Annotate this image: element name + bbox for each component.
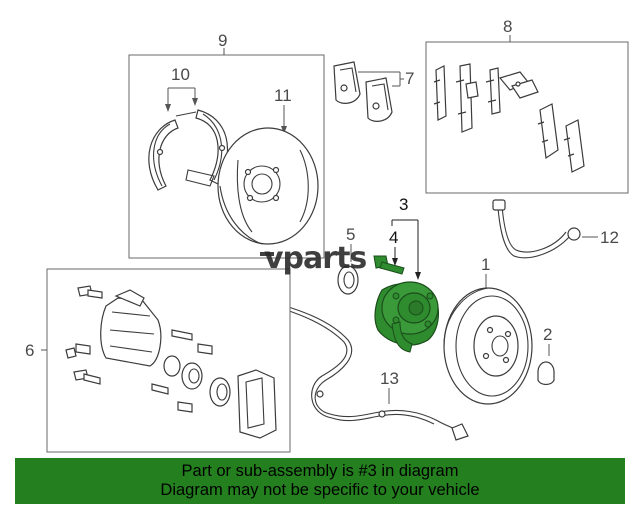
callout-8[interactable]: 8 (503, 17, 512, 36)
callout-6[interactable]: 6 (25, 341, 34, 360)
backing-plate (217, 127, 319, 245)
callout-11[interactable]: 11 (274, 86, 292, 105)
banner-notice: Part or sub-assembly is #3 in diagram Di… (15, 458, 625, 504)
brake-shoe-right (175, 109, 229, 187)
vparts-watermark: vparts (260, 241, 367, 276)
pad-clip-set (433, 63, 585, 173)
callout-5[interactable]: 5 (346, 225, 355, 244)
callout-4[interactable]: 4 (389, 228, 398, 247)
dust-seal (337, 265, 359, 295)
callout-13[interactable]: 13 (380, 369, 399, 388)
brake-hose (492, 199, 581, 259)
caliper-parts (65, 285, 277, 439)
brake-rotor (443, 287, 533, 405)
callout-10[interactable]: 10 (171, 65, 190, 84)
brake-shoe-left (148, 119, 179, 191)
brake-pad-lower (365, 77, 393, 122)
callout-12[interactable]: 12 (600, 228, 619, 247)
callout-3[interactable]: 3 (399, 195, 408, 214)
banner-line-1: Part or sub-assembly is #3 in diagram (181, 462, 459, 480)
callout-2[interactable]: 2 (543, 325, 552, 344)
watermark-text: vparts (264, 241, 366, 276)
callout-7[interactable]: 7 (405, 69, 414, 88)
callout-1[interactable]: 1 (481, 255, 490, 274)
brake-pad-upper (333, 61, 361, 104)
parts-box-8 (425, 41, 629, 194)
brake-hub-exploded-diagram: 9 10 11 (25, 17, 629, 453)
callout-9[interactable]: 9 (218, 31, 227, 50)
hub-dust-cap (537, 361, 555, 386)
hub-bolt-highlighted (373, 255, 405, 275)
banner-line-2: Diagram may not be specific to your vehi… (160, 481, 480, 499)
wheel-hub-assembly-highlighted (374, 281, 439, 353)
